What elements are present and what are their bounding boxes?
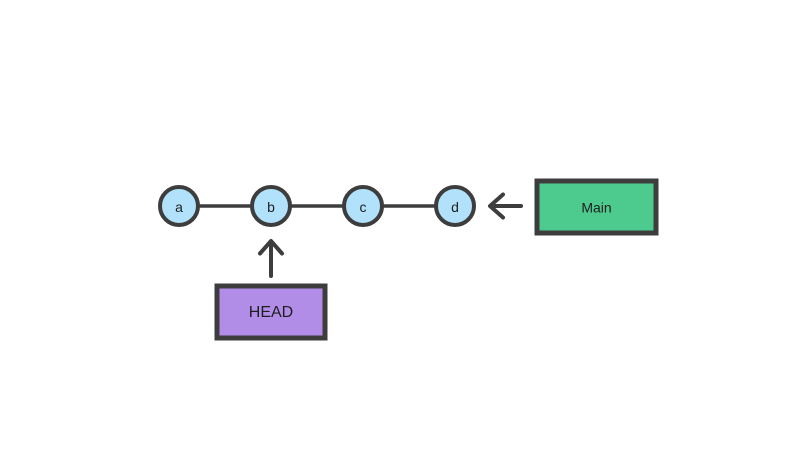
commit-label-a: a xyxy=(175,199,183,215)
up-arrow-head xyxy=(258,239,284,256)
head-label: HEAD xyxy=(249,304,293,321)
head-rect xyxy=(214,283,328,341)
commit-label-b: b xyxy=(267,199,275,215)
commit-label-c: c xyxy=(360,199,367,215)
main-branch-rect xyxy=(534,178,659,236)
commit-node-d: d xyxy=(434,185,476,227)
commit-circle-a xyxy=(158,185,200,227)
head-box: HEAD xyxy=(214,283,328,341)
commit-node-b: b xyxy=(250,185,292,227)
commit-label-d: d xyxy=(451,199,459,215)
commit-circle-c xyxy=(342,185,384,227)
left-arrow-head xyxy=(488,192,505,220)
up-arrow-icon xyxy=(258,239,284,278)
left-arrow-icon xyxy=(488,192,523,220)
main-branch-label: Main xyxy=(581,200,611,216)
commit-node-c: c xyxy=(342,185,384,227)
commit-circle-d xyxy=(434,185,476,227)
commit-circle-b xyxy=(250,185,292,227)
main-branch-box: Main xyxy=(534,178,659,236)
commit-node-a: a xyxy=(158,185,200,227)
